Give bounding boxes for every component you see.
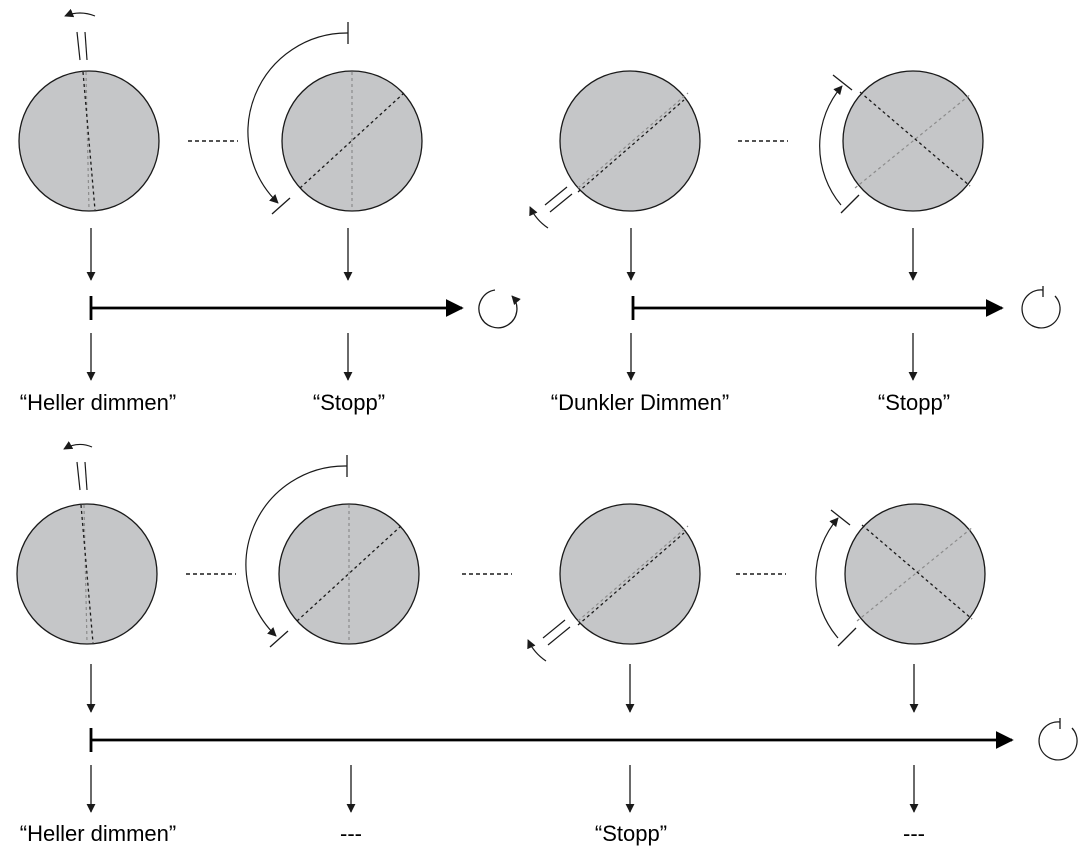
label-stopp: “Stopp”	[312, 390, 386, 415]
knob-rotated-right	[245, 455, 420, 648]
rotate-cw-icon	[247, 32, 349, 204]
rotate-cw-icon	[815, 517, 839, 639]
rotate-cw-icon	[245, 465, 348, 637]
knob-rotated	[819, 70, 984, 214]
label-no-action: ---	[340, 821, 362, 846]
repeat-icon	[1021, 286, 1061, 329]
knob-start	[16, 441, 158, 645]
label-dunkler-dimmen: “Dunkler Dimmen”	[550, 390, 730, 415]
rotate-ccw-icon	[64, 8, 96, 18]
knob-start	[18, 8, 160, 212]
brighten-sequence	[18, 8, 521, 381]
knob-rotated	[247, 22, 423, 215]
darken-sequence	[529, 70, 1061, 381]
rotate-ccw-icon	[63, 441, 93, 450]
label-stopp: “Stopp”	[594, 821, 668, 846]
label-heller-dimmen: “Heller dimmen”	[19, 821, 177, 846]
label-no-action: ---	[903, 821, 925, 846]
combined-sequence	[16, 441, 1078, 813]
knob-start	[529, 70, 701, 229]
knob-rotated-back	[815, 503, 986, 647]
repeat-icon	[478, 289, 521, 329]
repeat-icon	[1038, 718, 1078, 761]
rotate-ccw-icon	[527, 639, 547, 662]
rotate-cw-icon	[819, 85, 843, 206]
label-stopp: “Stopp”	[877, 390, 951, 415]
label-heller-dimmen: “Heller dimmen”	[19, 390, 177, 415]
knob-rotated-left	[527, 503, 701, 662]
rotate-ccw-icon	[529, 206, 549, 229]
